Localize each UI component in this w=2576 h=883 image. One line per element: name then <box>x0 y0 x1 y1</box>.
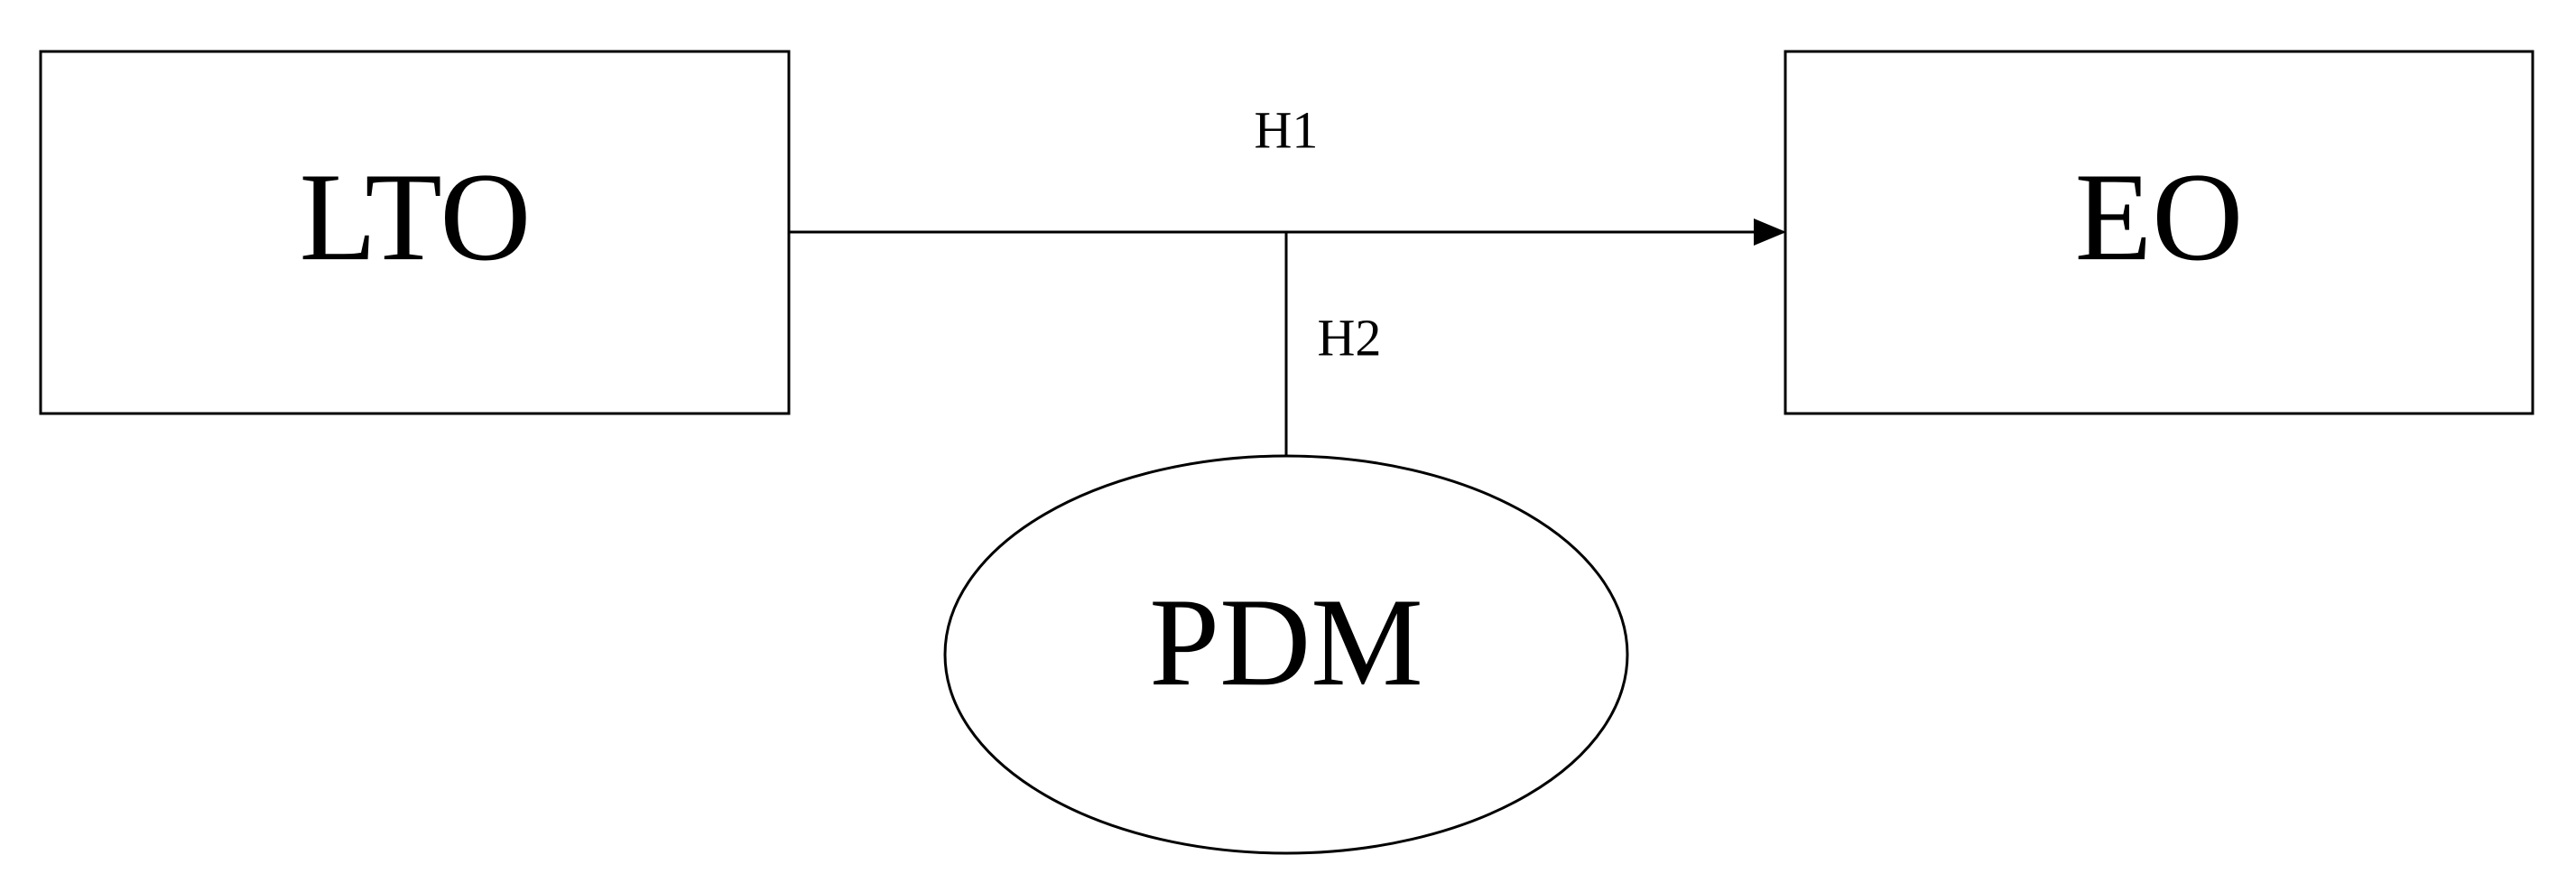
edge-h1-label: H1 <box>1255 100 1319 159</box>
edge-h2-label: H2 <box>1318 308 1382 367</box>
node-eo: EO <box>1784 50 2534 415</box>
node-eo-box <box>1784 50 2534 415</box>
node-lto: LTO <box>39 50 791 415</box>
edge-h1: H1 <box>789 100 1786 246</box>
node-eo-label: EO <box>2075 147 2244 287</box>
node-pdm: PDM <box>943 454 1629 855</box>
node-lto-box <box>39 50 791 415</box>
edge-h2: H2 <box>1284 232 1382 456</box>
node-lto-label: LTO <box>300 147 532 287</box>
node-pdm-label: PDM <box>1149 572 1422 712</box>
